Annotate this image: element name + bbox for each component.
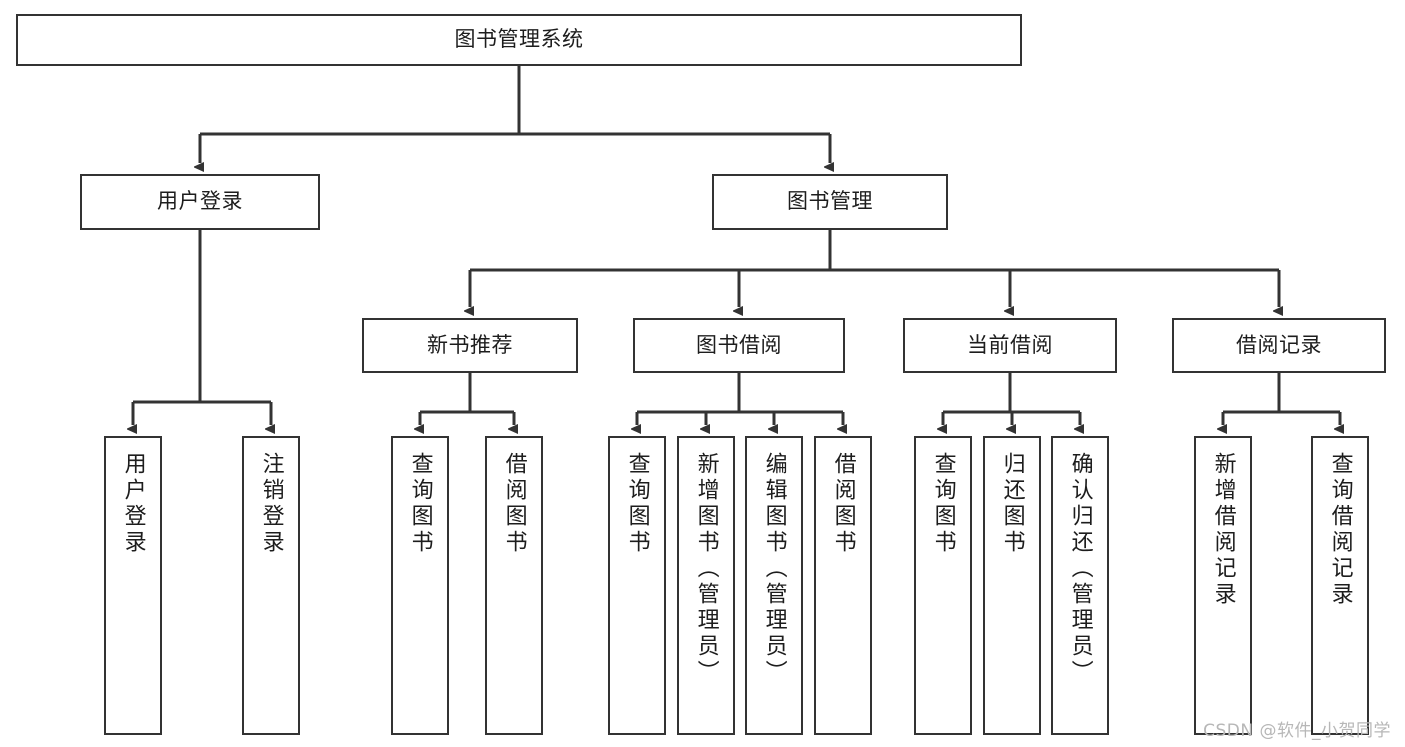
node-label: 新增借阅记录	[1210, 452, 1236, 608]
node-new-book-recommend[interactable]: 新书推荐	[362, 318, 578, 373]
node-current-borrow[interactable]: 当前借阅	[903, 318, 1117, 373]
node-leaf-borrow-book-1[interactable]: 借阅图书	[485, 436, 543, 735]
node-label: 借阅图书	[501, 452, 527, 556]
node-leaf-query-book-1[interactable]: 查询图书	[391, 436, 449, 735]
node-label: 图书管理系统	[454, 27, 584, 52]
node-leaf-query-book-3[interactable]: 查询图书	[914, 436, 972, 735]
node-label: 查询图书	[407, 452, 433, 556]
node-user-login[interactable]: 用户登录	[80, 174, 320, 230]
node-label: 用户登录	[157, 189, 243, 214]
node-label: 确认归还（管理员）	[1067, 452, 1093, 686]
node-label: 新书推荐	[427, 332, 513, 357]
node-label: 当前借阅	[967, 332, 1053, 357]
node-label: 图书借阅	[696, 332, 782, 357]
node-leaf-return-book[interactable]: 归还图书	[983, 436, 1041, 735]
node-label: 编辑图书（管理员）	[761, 452, 787, 686]
node-label: 查询图书	[624, 452, 650, 556]
node-leaf-query-record[interactable]: 查询借阅记录	[1311, 436, 1369, 735]
node-label: 借阅图书	[830, 452, 856, 556]
node-label: 新增图书（管理员）	[693, 452, 719, 686]
node-book-borrow[interactable]: 图书借阅	[633, 318, 845, 373]
node-root-book-management-system[interactable]: 图书管理系统	[16, 14, 1022, 66]
node-label: 查询图书	[930, 452, 956, 556]
node-leaf-query-book-2[interactable]: 查询图书	[608, 436, 666, 735]
node-label: 用户登录	[120, 452, 146, 556]
node-borrow-record[interactable]: 借阅记录	[1172, 318, 1386, 373]
node-leaf-add-record[interactable]: 新增借阅记录	[1194, 436, 1252, 735]
node-label: 图书管理	[787, 189, 873, 214]
node-book-management[interactable]: 图书管理	[712, 174, 948, 230]
node-label: 查询借阅记录	[1327, 452, 1353, 608]
node-leaf-confirm-return[interactable]: 确认归还（管理员）	[1051, 436, 1109, 735]
watermark-credit: CSDN @软件_小贺同学	[1203, 721, 1391, 741]
node-leaf-user-login[interactable]: 用户登录	[104, 436, 162, 735]
node-label: 注销登录	[258, 452, 284, 556]
node-leaf-add-book[interactable]: 新增图书（管理员）	[677, 436, 735, 735]
node-label: 借阅记录	[1236, 332, 1322, 357]
node-leaf-edit-book[interactable]: 编辑图书（管理员）	[745, 436, 803, 735]
node-label: 归还图书	[999, 452, 1025, 556]
node-leaf-logout[interactable]: 注销登录	[242, 436, 300, 735]
node-leaf-borrow-book-2[interactable]: 借阅图书	[814, 436, 872, 735]
